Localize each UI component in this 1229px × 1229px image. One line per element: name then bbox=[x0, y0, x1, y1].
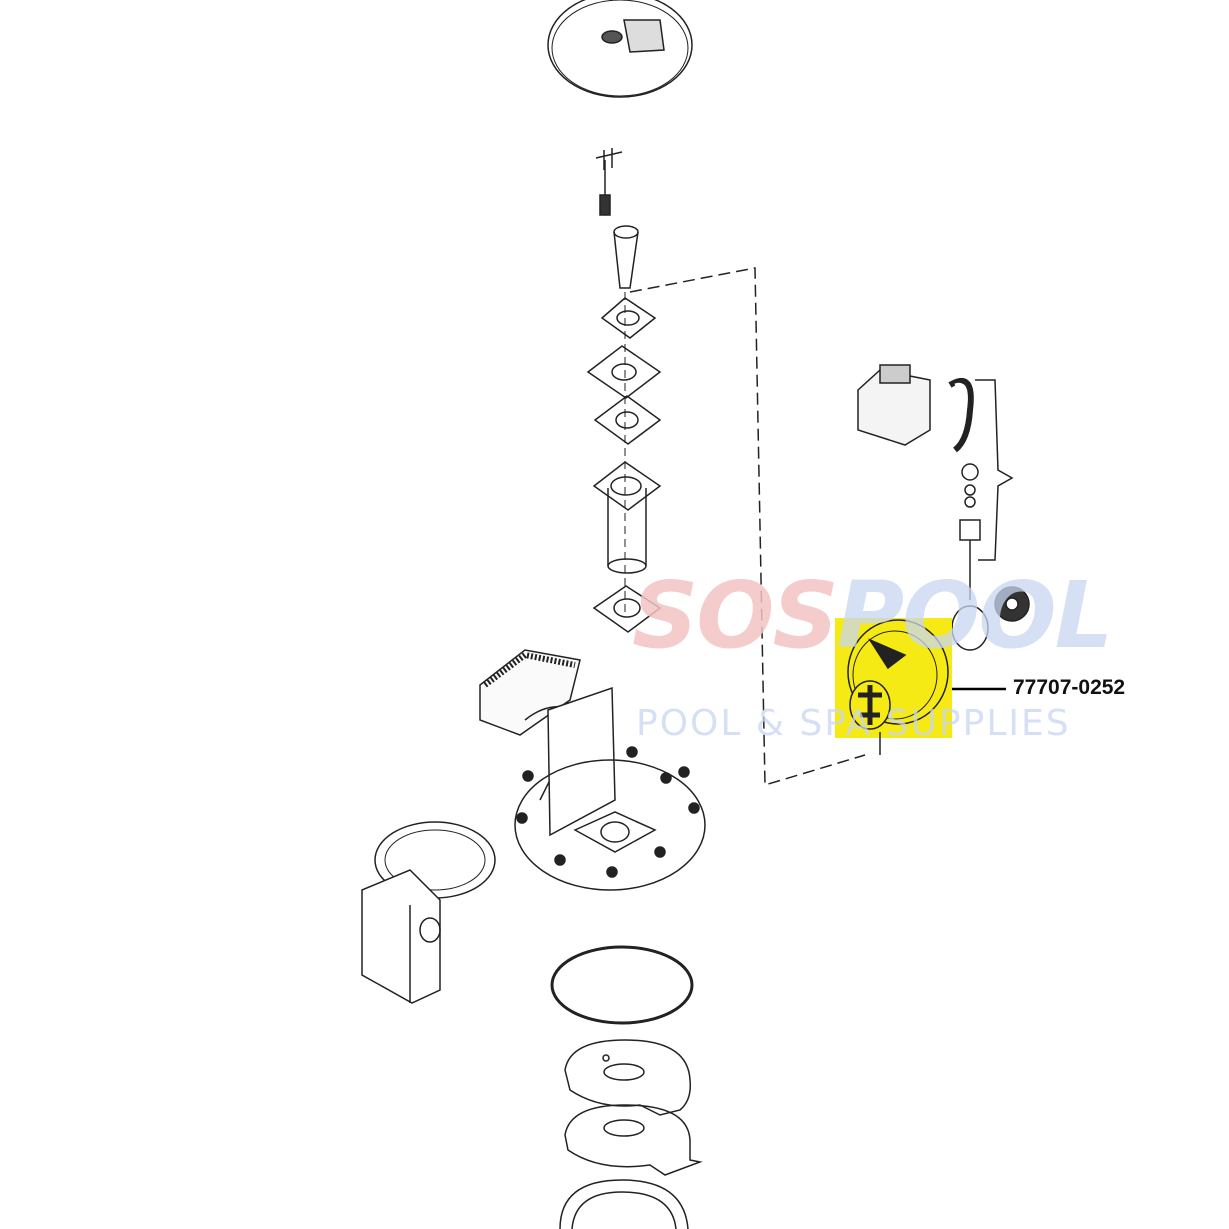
inlet-ring bbox=[559, 1179, 689, 1229]
mounting-plate bbox=[586, 345, 662, 399]
combustion-tube bbox=[592, 461, 662, 574]
top-cover-disc bbox=[547, 0, 693, 98]
base-plate bbox=[514, 746, 706, 891]
gasket-1 bbox=[600, 297, 657, 339]
igniter-probe bbox=[595, 148, 623, 216]
burner-tube bbox=[613, 225, 639, 289]
assembly-dashed-line bbox=[629, 267, 866, 787]
vent-box bbox=[479, 649, 616, 837]
control-box bbox=[361, 821, 496, 1004]
gasket-3 bbox=[592, 585, 662, 633]
gas-valve bbox=[857, 364, 1030, 651]
part-number-label: 77707-0252 bbox=[1013, 676, 1126, 699]
blower-housing-upper bbox=[564, 1039, 692, 1116]
gasket-2 bbox=[593, 395, 662, 445]
blower-motor bbox=[847, 619, 949, 755]
blower-housing-lower bbox=[564, 1104, 703, 1176]
ring-gasket bbox=[550, 945, 694, 1025]
